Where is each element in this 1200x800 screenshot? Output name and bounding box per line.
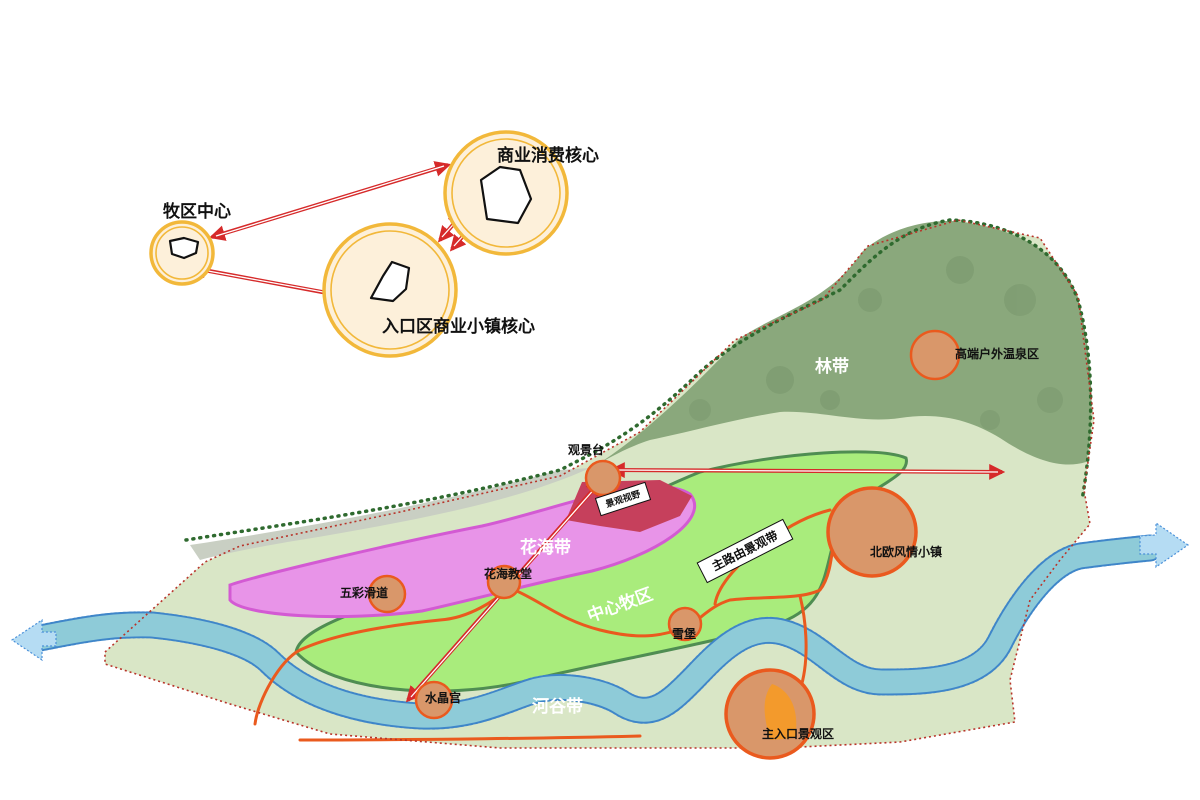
- view-corridor-east: [608, 462, 1006, 480]
- node-main-entrance: 主入口景观区: [724, 668, 834, 760]
- rainbow-slide-label: 五彩滑道: [340, 585, 388, 600]
- commercial-core: 商业消费核心: [443, 130, 599, 256]
- pasture-center-core: 牧区中心: [149, 201, 231, 286]
- entrance-town-core-shape: [369, 260, 411, 303]
- node-snow-castle: 雪堡: [667, 606, 703, 642]
- core-relationship-diagram: 牧区中心 商业消费核心 入口区商业小镇核心: [149, 130, 599, 358]
- river-zone-label: 河谷带: [532, 696, 583, 717]
- node-hot-spring: 高端户外温泉区: [909, 329, 1039, 381]
- river-valley: [10, 521, 1190, 730]
- flower-chapel-label: 花海教堂: [484, 566, 532, 581]
- river-flow-arrow-left: [10, 618, 57, 662]
- node-crystal-palace: 水晶宫: [414, 680, 461, 720]
- hot-spring-label: 高端户外温泉区: [955, 346, 1039, 361]
- site-plan: 高端户外温泉区 观景台 景观视野 五彩滑道 花海教堂 北欧风情小镇 雪堡 水晶: [10, 218, 1190, 760]
- crystal-palace-label: 水晶宫: [425, 690, 461, 705]
- commercial-core-shape: [479, 165, 533, 225]
- node-viewing-platform: 观景台: [568, 442, 622, 497]
- snow-castle-label: 雪堡: [672, 626, 696, 641]
- entrance-town-core: 入口区商业小镇核心: [322, 222, 535, 358]
- arrow-pasture-to-commercial: [208, 161, 452, 241]
- arrow-pasture-to-entrance: [189, 262, 342, 301]
- entrance-town-core-label: 入口区商业小镇核心: [382, 316, 535, 337]
- river-flow-arrow-right: [1139, 521, 1190, 569]
- main-entrance-label: 主入口景观区: [762, 726, 834, 741]
- forest-texture: [689, 256, 1063, 430]
- pasture-center-shape: [168, 236, 200, 260]
- node-flower-chapel: 花海教堂: [484, 564, 532, 600]
- nordic-town-label: 北欧风情小镇: [870, 544, 942, 559]
- viewing-platform-label: 观景台: [568, 442, 604, 457]
- forest-zone-label: 林带: [815, 356, 849, 377]
- main-entrance-highlight: [764, 684, 797, 740]
- flower-zone-label: 花海带: [520, 537, 571, 558]
- node-nordic-town: 北欧风情小镇: [826, 486, 942, 578]
- site-boundary: [104, 219, 1095, 749]
- node-rainbow-slide: 五彩滑道: [340, 574, 407, 614]
- pasture-center-label: 牧区中心: [163, 201, 231, 222]
- commercial-core-label: 商业消费核心: [497, 145, 599, 166]
- view-field-tag: 景观视野: [594, 481, 652, 517]
- forest-zone: [588, 221, 1092, 470]
